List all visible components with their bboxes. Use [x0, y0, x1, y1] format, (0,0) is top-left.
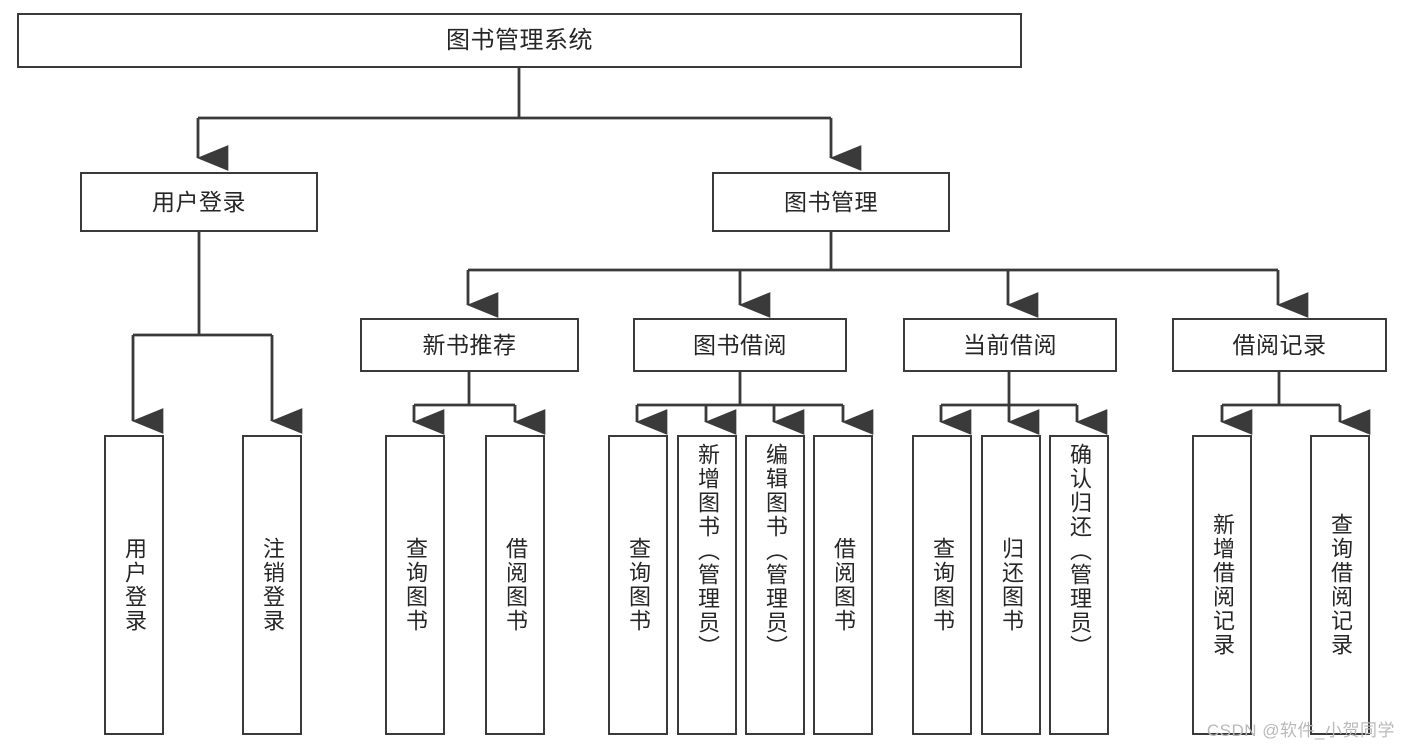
- node-label: 归还图书: [998, 537, 1024, 633]
- node-label: 新增图书（管理员）: [694, 443, 720, 659]
- leaf-current-borrow-query[interactable]: 查询图书: [912, 435, 972, 735]
- leaf-new-book-query[interactable]: 查询图书: [385, 435, 445, 735]
- leaf-current-borrow-confirm-return[interactable]: 确认归还（管理员）: [1049, 435, 1109, 735]
- leaf-book-borrow-edit[interactable]: 编辑图书（管理员）: [745, 435, 805, 735]
- node-label: 图书管理: [784, 188, 878, 215]
- node-label: 编辑图书（管理员）: [762, 443, 788, 659]
- node-borrow-record[interactable]: 借阅记录: [1172, 318, 1387, 372]
- leaf-borrow-record-add[interactable]: 新增借阅记录: [1192, 435, 1252, 735]
- node-root-system[interactable]: 图书管理系统: [17, 13, 1022, 68]
- node-book-borrow[interactable]: 图书借阅: [633, 318, 847, 372]
- leaf-book-borrow-query[interactable]: 查询图书: [608, 435, 668, 735]
- node-label: 注销登录: [259, 537, 285, 633]
- node-label: 用户登录: [121, 537, 147, 633]
- node-label: 查询图书: [402, 537, 428, 633]
- leaf-current-borrow-return[interactable]: 归还图书: [981, 435, 1041, 735]
- node-label: 确认归还（管理员）: [1066, 443, 1092, 659]
- node-current-borrow[interactable]: 当前借阅: [903, 318, 1117, 372]
- leaf-new-book-borrow[interactable]: 借阅图书: [485, 435, 545, 735]
- node-label: 用户登录: [152, 188, 246, 215]
- leaf-borrow-record-query[interactable]: 查询借阅记录: [1310, 435, 1370, 735]
- leaf-user-login-login[interactable]: 用户登录: [104, 435, 164, 735]
- node-label: 借阅图书: [830, 537, 856, 633]
- node-book-management[interactable]: 图书管理: [712, 172, 950, 232]
- node-label: 借阅记录: [1232, 331, 1327, 358]
- node-new-book-recommend[interactable]: 新书推荐: [360, 318, 579, 372]
- leaf-user-login-logout[interactable]: 注销登录: [242, 435, 302, 735]
- node-label: 查询图书: [625, 537, 651, 633]
- leaf-book-borrow-add[interactable]: 新增图书（管理员）: [677, 435, 737, 735]
- node-label: 借阅图书: [502, 537, 528, 633]
- node-label: 新增借阅记录: [1209, 513, 1235, 657]
- leaf-book-borrow-borrow[interactable]: 借阅图书: [813, 435, 873, 735]
- node-label: 查询借阅记录: [1327, 513, 1353, 657]
- node-label: 图书借阅: [693, 331, 787, 358]
- csdn-watermark: CSDN @软件_小贺同学: [1206, 721, 1395, 740]
- node-label: 图书管理系统: [446, 26, 593, 54]
- node-label: 新书推荐: [422, 331, 517, 358]
- node-label: 查询图书: [929, 537, 955, 633]
- node-label: 当前借阅: [963, 331, 1057, 358]
- node-user-login[interactable]: 用户登录: [80, 172, 318, 232]
